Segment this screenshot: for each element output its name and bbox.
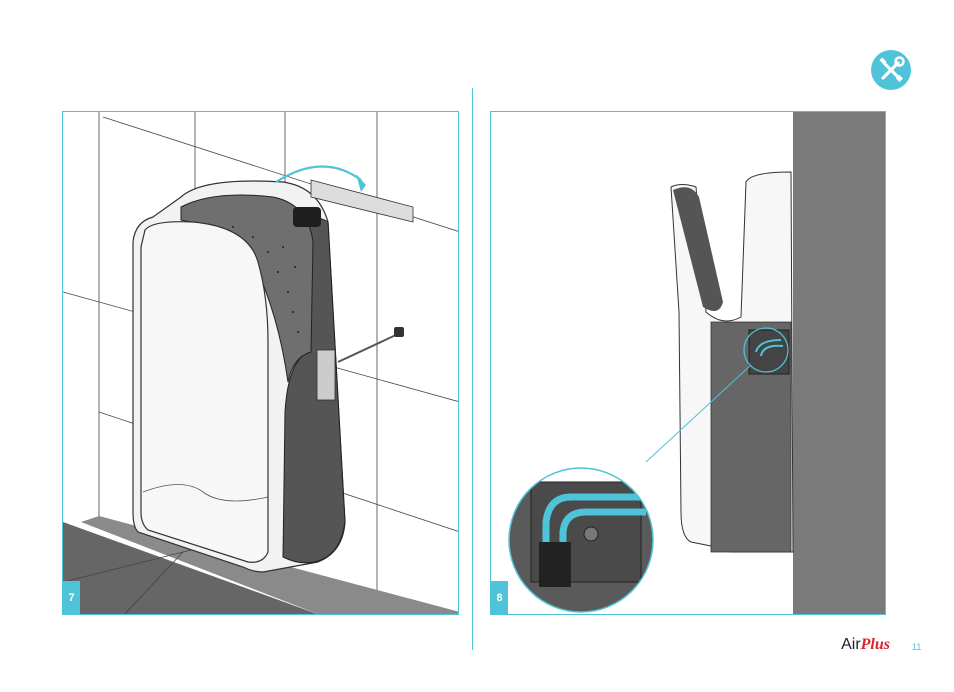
brand-logo: AirPlus [841,636,890,654]
tools-icon [871,50,911,90]
brand-plus: Plus [861,636,890,653]
step-number-badge: 8 [491,581,508,614]
step-8-illustration: 8 [490,111,886,615]
mounting-hand-dryer-illustration [63,112,459,615]
page-divider [472,88,473,650]
brand-air: Air [841,636,861,653]
cable-connection-illustration [491,112,886,615]
page-number: 11 [912,642,921,652]
step-7-illustration: 7 [62,111,459,615]
step-number-badge: 7 [63,581,80,614]
